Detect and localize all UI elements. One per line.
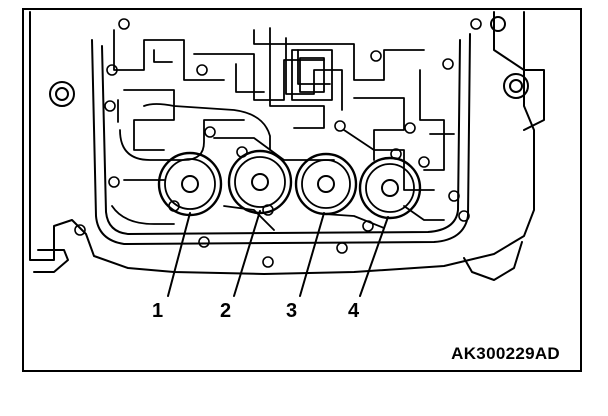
leader-lines (167, 210, 389, 297)
valve-body-drawing (29, 11, 545, 297)
callout-3: 3 (286, 300, 298, 322)
callout-4: 4 (348, 300, 360, 322)
housing-right-flange (493, 11, 545, 131)
leader-line-2 (233, 210, 261, 297)
accumulator-piston-3 (294, 152, 358, 216)
housing-right-lower (463, 241, 523, 281)
bolt-right (503, 73, 529, 99)
callout-2: 2 (220, 300, 232, 322)
reference-code: AK300229AD (451, 344, 560, 363)
technical-illustration: 1 2 3 4 AK300229AD (22, 8, 582, 372)
housing-outline (29, 11, 535, 275)
plate-holes (74, 18, 482, 268)
valve-body-plate (91, 33, 471, 245)
leader-line-4 (359, 216, 389, 297)
leader-line-1 (167, 212, 191, 297)
accumulator-piston-1 (157, 151, 223, 217)
bolt-top-right (490, 16, 506, 32)
accumulator-piston-2 (227, 149, 293, 215)
bolt-left (49, 81, 75, 107)
callout-1: 1 (152, 300, 164, 322)
housing-lower-edge (33, 249, 69, 273)
accumulator-piston-4 (358, 156, 422, 220)
valve-body-plate-inner (101, 39, 461, 235)
leader-line-3 (299, 212, 325, 297)
